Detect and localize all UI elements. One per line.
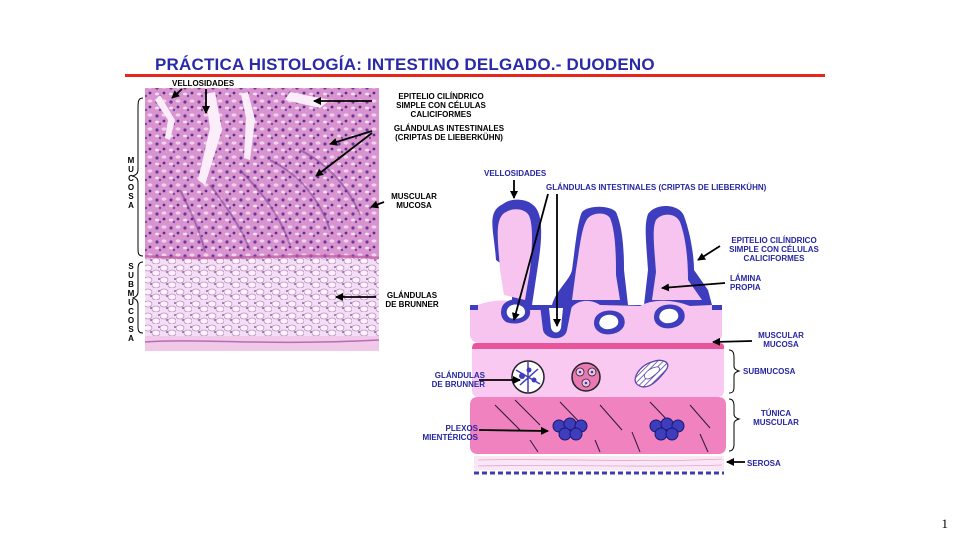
micrograph-arrows (171, 88, 385, 301)
diagram-label-submucosa: SUBMUCOSA (743, 367, 796, 376)
schematic-diagram (470, 199, 726, 475)
diagram-label-plexos: PLEXOS MIENTÉRICOS (422, 424, 478, 442)
diagram-arrows (478, 180, 753, 466)
micrograph-mucosa (145, 88, 379, 260)
micrograph-brackets (131, 97, 144, 334)
lamina-glands (501, 299, 685, 335)
brunner-glands (511, 359, 669, 394)
micrograph-submucosa (145, 258, 379, 338)
diagram-label-vellosidades: VELLOSIDADES (484, 169, 547, 178)
side-label-submucosa: SUBMUCOSA (127, 262, 135, 343)
micro-label-muscular-mucosa: MUSCULAR MUCOSA (391, 192, 437, 210)
diagram-label-lamina-propia: LÁMINA PROPIA (730, 274, 762, 292)
micrograph-base (145, 336, 379, 351)
serosa-layer (474, 456, 724, 470)
diagram-label-brunner: GLÁNDULAS DE BRUNNER (431, 371, 485, 389)
myenteric-plexus (552, 417, 685, 441)
villi-core (497, 209, 702, 300)
micro-label-glandulas: GLÁNDULAS INTESTINALES (CRIPTAS DE LIEBE… (393, 124, 505, 142)
diagram-label-tunica-muscular: TÚNICA MUSCULAR (753, 409, 799, 427)
micro-label-vellosidades: VELLOSIDADES (172, 79, 235, 88)
micro-label-epitelio: EPITELIO CILÍNDRICO SIMPLE CON CÉLULAS C… (396, 92, 486, 119)
diagram-brackets (728, 349, 741, 452)
side-label-mucosa: MUCOSA (127, 156, 135, 210)
title-underline (125, 74, 825, 77)
diagram-label-muscular-mucosa: MUSCULAR MUCOSA (758, 331, 804, 349)
crypt-lines (179, 149, 361, 253)
diagram-label-epitelio: EPITELIO CILÍNDRICO SIMPLE CON CÉLULAS C… (729, 236, 819, 263)
micrograph (144, 88, 380, 351)
diagram-label-serosa: SEROSA (747, 459, 781, 468)
micro-label-brunner: GLÁNDULAS DE BRUNNER (385, 291, 439, 309)
diagram-label-glandulas: GLÁNDULAS INTESTINALES (CRIPTAS DE LIEBE… (546, 183, 767, 192)
muscularis-mucosae-layer (472, 343, 724, 349)
muscularis-layer (470, 397, 726, 454)
page-title: PRÁCTICA HISTOLOGÍA: INTESTINO DELGADO.-… (155, 55, 655, 74)
villus-lumen (198, 92, 222, 185)
page-number: 1 (941, 516, 949, 531)
